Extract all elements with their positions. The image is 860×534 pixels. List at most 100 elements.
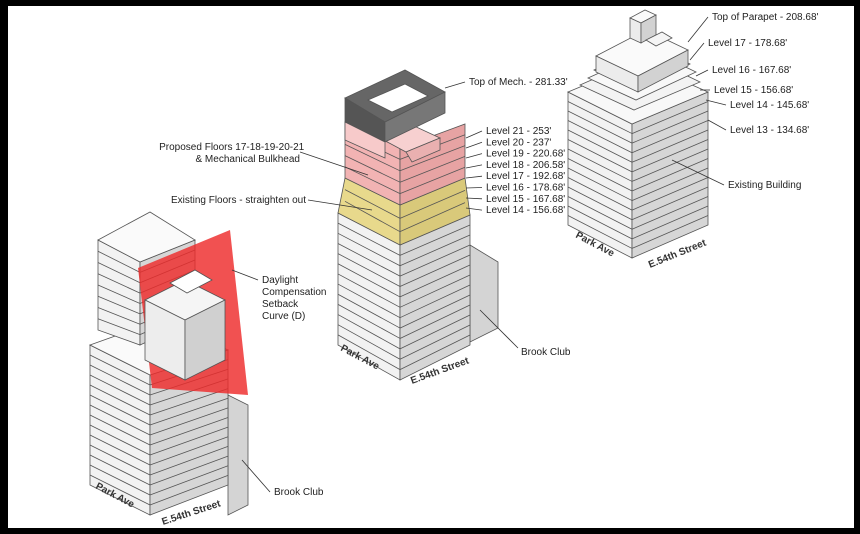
floor-line xyxy=(89,364,151,396)
middle-brook-club-leader xyxy=(479,309,519,349)
floor-line xyxy=(337,253,401,287)
daylight-label-line: Setback xyxy=(262,299,299,310)
floor-line xyxy=(631,120,709,154)
daylight-label-line: Curve (D) xyxy=(262,311,305,322)
floor-line xyxy=(399,202,466,233)
floor-line xyxy=(567,120,633,154)
floor-line xyxy=(399,254,471,287)
floor-line xyxy=(631,158,709,192)
floor-line xyxy=(567,101,633,134)
floor-line xyxy=(337,293,401,329)
proposed-step-side xyxy=(405,137,441,163)
right-bulkhead-small xyxy=(645,31,673,47)
floor-line xyxy=(337,273,401,308)
floor-line xyxy=(149,474,229,506)
middle-level-label: Level 20 - 237' xyxy=(486,137,551,148)
daylight-label: Daylight Compensation Setback Curve (D) xyxy=(262,275,329,322)
floor-line xyxy=(97,273,141,294)
top-of-mech-label: Top of Mech. - 281.33' xyxy=(469,77,568,88)
existing-floors-leader xyxy=(307,199,373,211)
floor-line xyxy=(399,156,466,183)
floor-line xyxy=(337,222,401,256)
floor-line xyxy=(149,397,229,426)
floor-line xyxy=(399,224,471,256)
middle-level-label: Level 15 - 167.68' xyxy=(486,194,565,205)
floor-line xyxy=(149,436,229,466)
floor-line xyxy=(399,284,471,319)
floor-line xyxy=(567,186,633,221)
floor-line xyxy=(631,101,709,134)
floor-line xyxy=(631,177,709,211)
proposed-floors-label: Proposed Floors 17-18-19-20-21 & Mechani… xyxy=(159,142,307,165)
floor-line xyxy=(89,434,151,466)
middle-base-floor-lines xyxy=(337,222,471,370)
floor-line xyxy=(337,283,401,319)
daylight-label-line: Daylight xyxy=(262,275,298,286)
middle-level-label: Level 21 - 253' xyxy=(486,126,551,137)
floor-line xyxy=(89,414,151,446)
floor-line xyxy=(631,139,709,173)
floor-line xyxy=(89,394,151,426)
floor-line xyxy=(567,110,633,144)
left-setback-bulkhead xyxy=(169,269,213,294)
floor-line xyxy=(399,166,466,194)
floor-line xyxy=(631,129,709,163)
middle-level-leader xyxy=(465,141,483,149)
floor-line xyxy=(631,215,709,249)
floor-line xyxy=(344,155,401,183)
top-of-mech-leader xyxy=(444,81,466,89)
middle-level-leader xyxy=(465,153,483,159)
middle-level-label: Level 14 - 156.68' xyxy=(486,205,565,216)
daylight-leader xyxy=(231,269,259,281)
right-level-leader xyxy=(687,16,709,43)
proposed-floors-leader xyxy=(299,151,369,176)
right-tower-floor-lines xyxy=(567,101,709,249)
floor-line xyxy=(344,189,401,219)
right-parapet-side xyxy=(637,49,689,93)
proposed-floors-label-line: & Mechanical Bulkhead xyxy=(195,154,300,165)
middle-level-label: Level 16 - 178.68' xyxy=(486,183,565,194)
floor-line xyxy=(567,158,633,192)
floor-line xyxy=(567,148,633,182)
floor-line xyxy=(337,334,401,370)
floor-line xyxy=(567,215,633,249)
mech-bulkhead-inner xyxy=(367,83,429,113)
floor-line xyxy=(89,374,151,406)
floor-line xyxy=(89,384,151,416)
left-brook-club-leader xyxy=(241,459,271,493)
right-level-label: Level 17 - 178.68' xyxy=(708,38,787,49)
floor-line xyxy=(337,243,401,277)
floor-line xyxy=(89,454,151,486)
floor-line xyxy=(399,234,471,267)
floor-line xyxy=(567,196,633,230)
floor-line xyxy=(337,232,401,267)
floor-line xyxy=(89,354,151,386)
middle-level-leader xyxy=(465,130,483,139)
floor-line xyxy=(97,295,141,315)
floor-line xyxy=(567,129,633,163)
proposed-floors-label-line: Proposed Floors 17-18-19-20-21 xyxy=(159,142,305,153)
floor-line xyxy=(399,314,471,350)
floor-line xyxy=(89,424,151,456)
floor-line xyxy=(399,304,471,339)
floor-line xyxy=(399,334,471,370)
floor-line xyxy=(149,426,229,456)
floor-line xyxy=(337,324,401,360)
right-level-label: Level 15 - 156.68' xyxy=(714,85,793,96)
floor-line xyxy=(631,186,709,221)
mech-bulkhead-pink-skirt xyxy=(344,121,386,159)
floor-line xyxy=(631,167,709,201)
floor-line xyxy=(97,318,141,335)
middle-level-label: Level 19 - 220.68' xyxy=(486,149,565,160)
floor-line xyxy=(567,205,633,240)
floor-line xyxy=(89,444,151,476)
floor-line xyxy=(631,148,709,182)
floor-line xyxy=(399,264,471,298)
existing-building-leader xyxy=(671,159,725,186)
middle-upper-floor-lines xyxy=(344,132,466,233)
right-level-leader xyxy=(689,42,705,61)
floor-line xyxy=(399,145,466,172)
floor-line xyxy=(149,407,229,436)
